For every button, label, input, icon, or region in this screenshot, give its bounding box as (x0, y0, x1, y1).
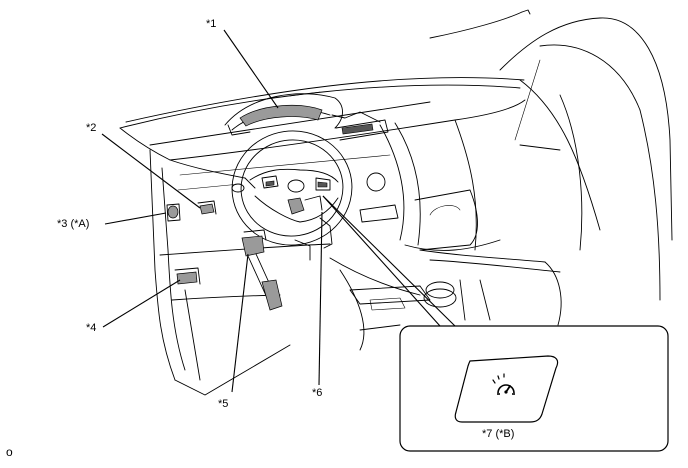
callout-4-label: *4 (86, 322, 97, 334)
vehicle-body-outline (119, 9, 673, 301)
callout-5-label: *5 (218, 398, 229, 410)
part-2-switch (197, 200, 217, 215)
part-3-connector (166, 203, 181, 222)
part-5-accelerator-pedal (241, 229, 283, 311)
leader-lines (101, 29, 456, 393)
cruise-control-speedometer-icon (492, 373, 515, 395)
part-4-component (174, 267, 201, 285)
callout-6-label: *6 (312, 387, 323, 399)
cruise-control-switch-panel (454, 355, 559, 423)
callout-7-label: *7 (*B) (482, 428, 515, 440)
diagram-code: o (6, 445, 13, 459)
combination-meter (224, 91, 389, 141)
center-console (329, 249, 562, 351)
dashboard-panel (119, 99, 526, 396)
callout-2-label: *2 (86, 122, 97, 134)
callout-3-label: *3 (*A) (57, 218, 90, 230)
steering-wheel (231, 130, 353, 261)
inset-detail-frame (399, 325, 669, 452)
callout-1-label: *1 (206, 18, 217, 30)
